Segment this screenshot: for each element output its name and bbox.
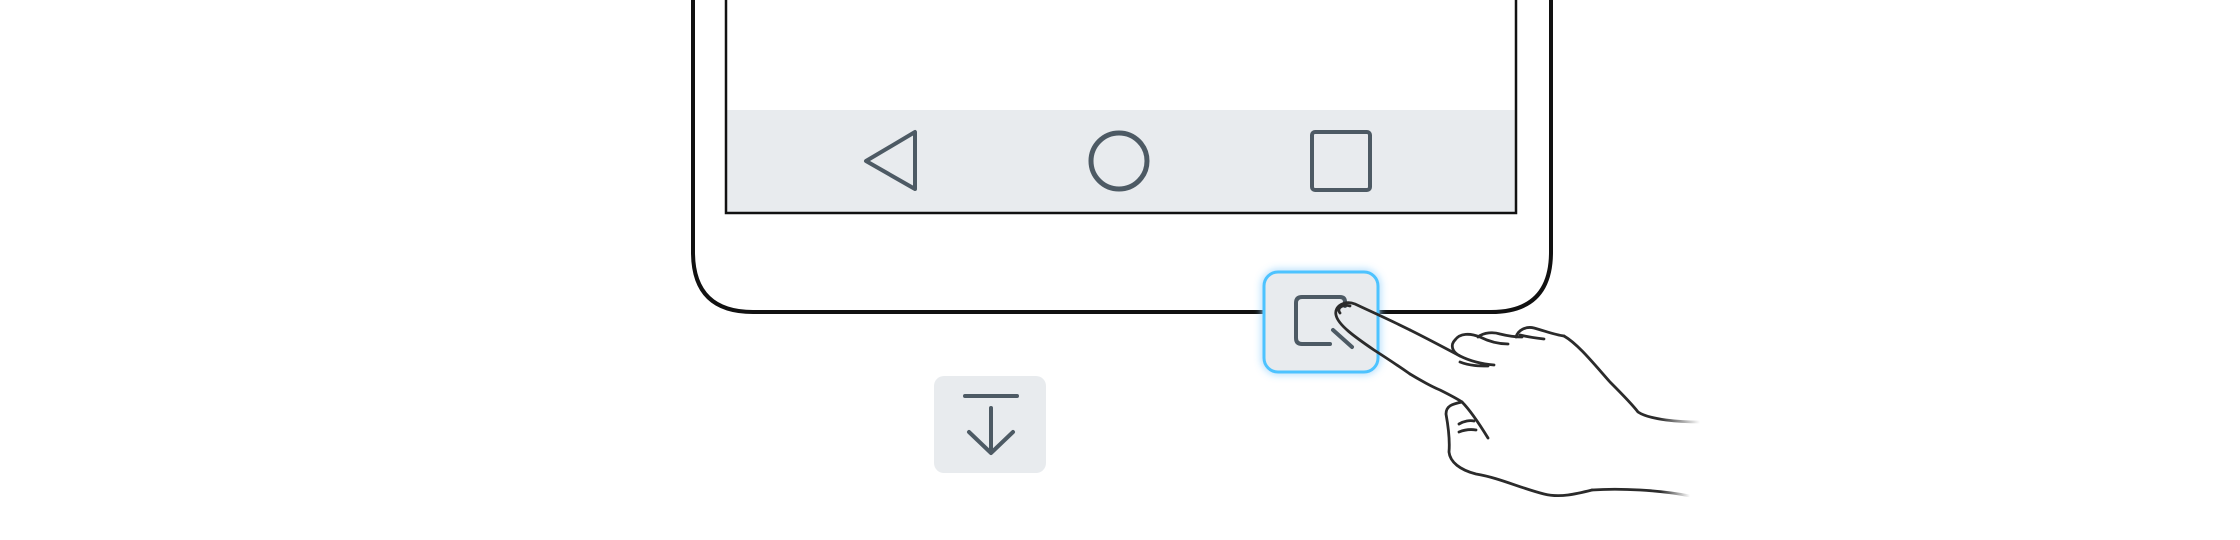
back-triangle-icon <box>864 130 917 191</box>
screenshot-gesture-button[interactable] <box>1262 270 1380 374</box>
screen-border <box>724 0 1518 215</box>
phone <box>691 0 1553 314</box>
scroll-down-button[interactable] <box>934 376 1046 473</box>
phone-screen <box>724 0 1518 215</box>
scroll-down-to-bottom-icon <box>963 394 1019 455</box>
back-button[interactable] <box>864 130 917 191</box>
home-button[interactable] <box>1088 130 1150 192</box>
home-circle-icon <box>1088 130 1150 192</box>
navigation-bar <box>726 110 1516 213</box>
pointing-hand-icon <box>1334 301 1702 498</box>
recents-button[interactable] <box>1310 130 1372 192</box>
recents-square-icon <box>1310 130 1372 192</box>
button-glow <box>1262 270 1380 374</box>
